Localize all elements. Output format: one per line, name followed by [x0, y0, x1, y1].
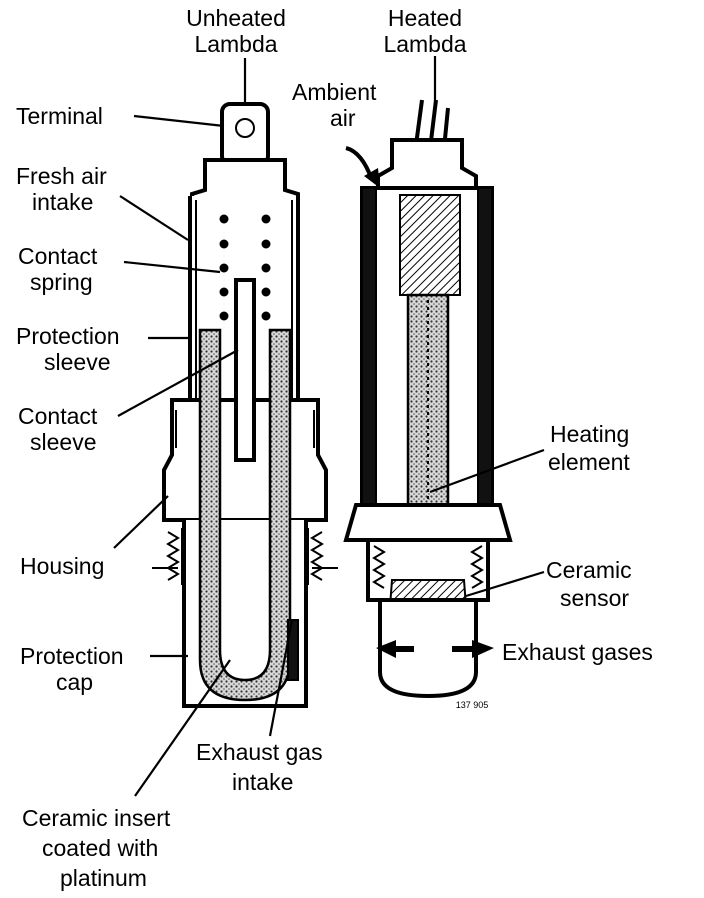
heated-connector-block	[399, 194, 461, 296]
heated-housing-hex	[343, 503, 513, 542]
label-ceramic-sensor-line2: sensor	[560, 585, 629, 611]
label-fresh-air-intake-line1: Fresh air	[16, 163, 107, 189]
title-unheated-line2: Lambda	[194, 31, 277, 57]
label-contact-sleeve-line2: sleeve	[30, 429, 96, 455]
terminal-lug	[220, 58, 270, 166]
label-ceramic-sensor-line1: Ceramic	[546, 557, 632, 583]
label-exhaust-gas-intake-line2: intake	[232, 769, 293, 795]
title-unheated-line1: Unheated	[186, 5, 286, 31]
label-ceramic-insert-line3: platinum	[60, 865, 147, 891]
label-housing: Housing	[20, 553, 104, 579]
title-heated-line1: Heated	[388, 5, 462, 31]
label-protection-cap-line1: Protection	[20, 643, 124, 669]
label-exhaust-gases: Exhaust gases	[502, 639, 653, 665]
label-ambient-air-line2: air	[330, 105, 356, 131]
label-ceramic-insert-line2: coated with	[42, 835, 158, 861]
contact-rod	[234, 278, 256, 462]
exhaust-gas-slot	[287, 619, 299, 681]
heated-top-collar	[376, 138, 478, 192]
label-exhaust-gas-intake-line1: Exhaust gas	[196, 739, 323, 765]
label-terminal: Terminal	[16, 103, 103, 129]
heated-sensor-drawing	[343, 56, 513, 699]
contact-spring-coils	[219, 214, 271, 321]
label-protection-cap-line2: cap	[56, 669, 93, 695]
label-ambient-air-line1: Ambient	[292, 79, 377, 105]
labels: Unheated Lambda Heated Lambda Terminal F…	[16, 5, 653, 891]
label-heating-element-line2: element	[548, 449, 630, 475]
label-ceramic-insert-line1: Ceramic insert	[22, 805, 171, 831]
label-contact-sleeve-line1: Contact	[18, 403, 98, 429]
label-protection-sleeve-line2: sleeve	[44, 349, 110, 375]
exhaust-gas-arrows	[376, 640, 494, 658]
figure-code: 137 905	[456, 700, 489, 710]
heated-protective-tip	[378, 598, 478, 699]
leader-lines	[113, 114, 545, 797]
label-contact-spring-line1: Contact	[18, 243, 98, 269]
label-fresh-air-intake-line2: intake	[32, 189, 93, 215]
title-heated-line2: Lambda	[383, 31, 466, 57]
label-protection-sleeve-line1: Protection	[16, 323, 120, 349]
heated-wall-left	[361, 187, 377, 506]
heated-wall-right	[477, 187, 493, 506]
label-contact-spring-line2: spring	[30, 269, 93, 295]
label-heating-element-line1: Heating	[550, 421, 629, 447]
